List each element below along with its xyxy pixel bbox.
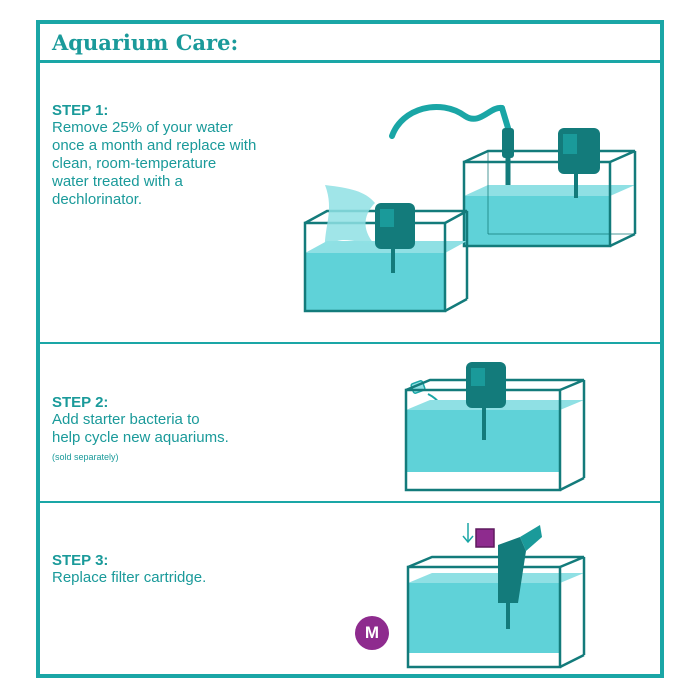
step-3-line-1: Replace filter cartridge. [52, 569, 207, 586]
page-title: Aquarium Care: [52, 30, 239, 55]
starter-bacteria-illustration [404, 362, 586, 492]
step-1-line-4: water treated with a [52, 173, 183, 190]
step-1-title: STEP 1: [52, 102, 109, 119]
step-2-note: (sold separately) [52, 452, 119, 462]
filter-unit-icon [466, 362, 506, 440]
step-2-section: STEP 2: Add starter bacteria to help cyc… [40, 344, 660, 503]
size-badge: M [355, 616, 389, 650]
fish-tail-icon [324, 185, 375, 253]
step-2-line-1: Add starter bacteria to [52, 411, 200, 428]
step-1-line-3: clean, room-temperature [52, 155, 217, 172]
step-3-section: STEP 3: Replace filter cartridge. [40, 503, 660, 674]
step-3-title: STEP 3: [52, 552, 109, 569]
tank-small-illustration [303, 185, 469, 313]
tank-medium-icon [404, 378, 586, 492]
tank-cartridge-icon [406, 555, 586, 669]
card-header: Aquarium Care: [40, 24, 660, 63]
care-card: Aquarium Care: STEP 1: Remove 25% of you… [36, 20, 664, 678]
down-arrow-icon [462, 523, 474, 544]
cartridge-replacement-illustration [406, 523, 586, 669]
step-1-line-1: Remove 25% of your water [52, 119, 233, 136]
filter-unit-icon [375, 203, 415, 273]
step-1-line-5: dechlorinator. [52, 191, 143, 208]
filter-unit-open-icon [498, 525, 542, 629]
filter-cartridge-icon [475, 528, 495, 548]
step-1-line-2: once a month and replace with [52, 137, 257, 154]
step-2-line-2: help cycle new aquariums. [52, 429, 229, 446]
tank-large-icon [462, 149, 637, 248]
water-change-illustration [389, 104, 637, 248]
step-2-title: STEP 2: [52, 394, 109, 411]
step-1-section: STEP 1: Remove 25% of your water once a … [40, 63, 660, 344]
filter-unit-icon [558, 128, 600, 198]
